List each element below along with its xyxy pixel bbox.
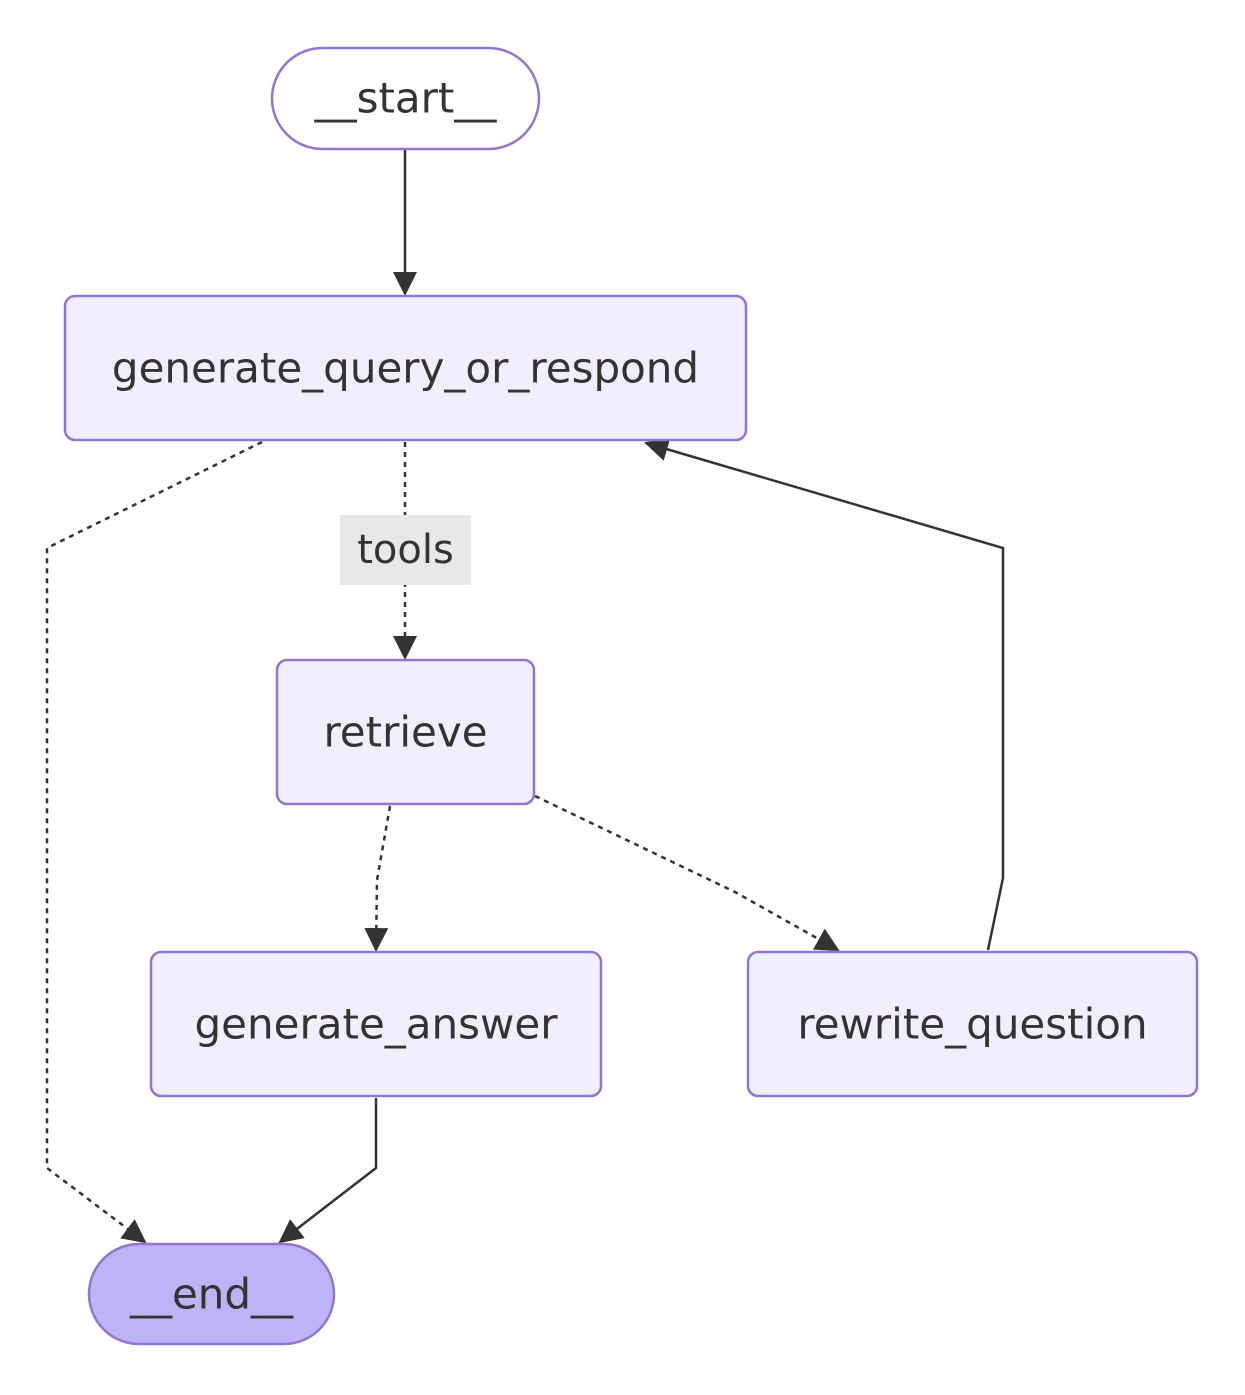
edge-rewrite-question-to-generate-query [644, 437, 1005, 951]
node-generate-query-or-respond-label: generate_query_or_respond [112, 344, 699, 393]
node-generate-answer-label: generate_answer [195, 1000, 559, 1049]
edge-label-tools-text: tools [357, 527, 454, 573]
node-rewrite-question[interactable]: rewrite_question [746, 950, 1199, 1098]
node-end-label: __end__ [129, 1270, 294, 1319]
node-retrieve[interactable]: retrieve [275, 658, 536, 806]
node-rewrite-question-label: rewrite_question [797, 1000, 1147, 1049]
edge-retrieve-to-rewrite-question [534, 794, 840, 952]
node-start-label: __start__ [314, 74, 498, 123]
edge-retrieve-to-generate-answer [364, 805, 392, 952]
edge-label-tools: tools [340, 515, 471, 585]
edge-generate-query-to-end [45, 440, 263, 1244]
node-retrieve-label: retrieve [323, 708, 487, 757]
edge-generate-answer-to-end [278, 1098, 378, 1244]
node-generate-answer[interactable]: generate_answer [149, 950, 603, 1098]
node-end[interactable]: __end__ [87, 1242, 336, 1346]
node-generate-query-or-respond[interactable]: generate_query_or_respond [63, 294, 748, 442]
node-start[interactable]: __start__ [270, 46, 541, 151]
